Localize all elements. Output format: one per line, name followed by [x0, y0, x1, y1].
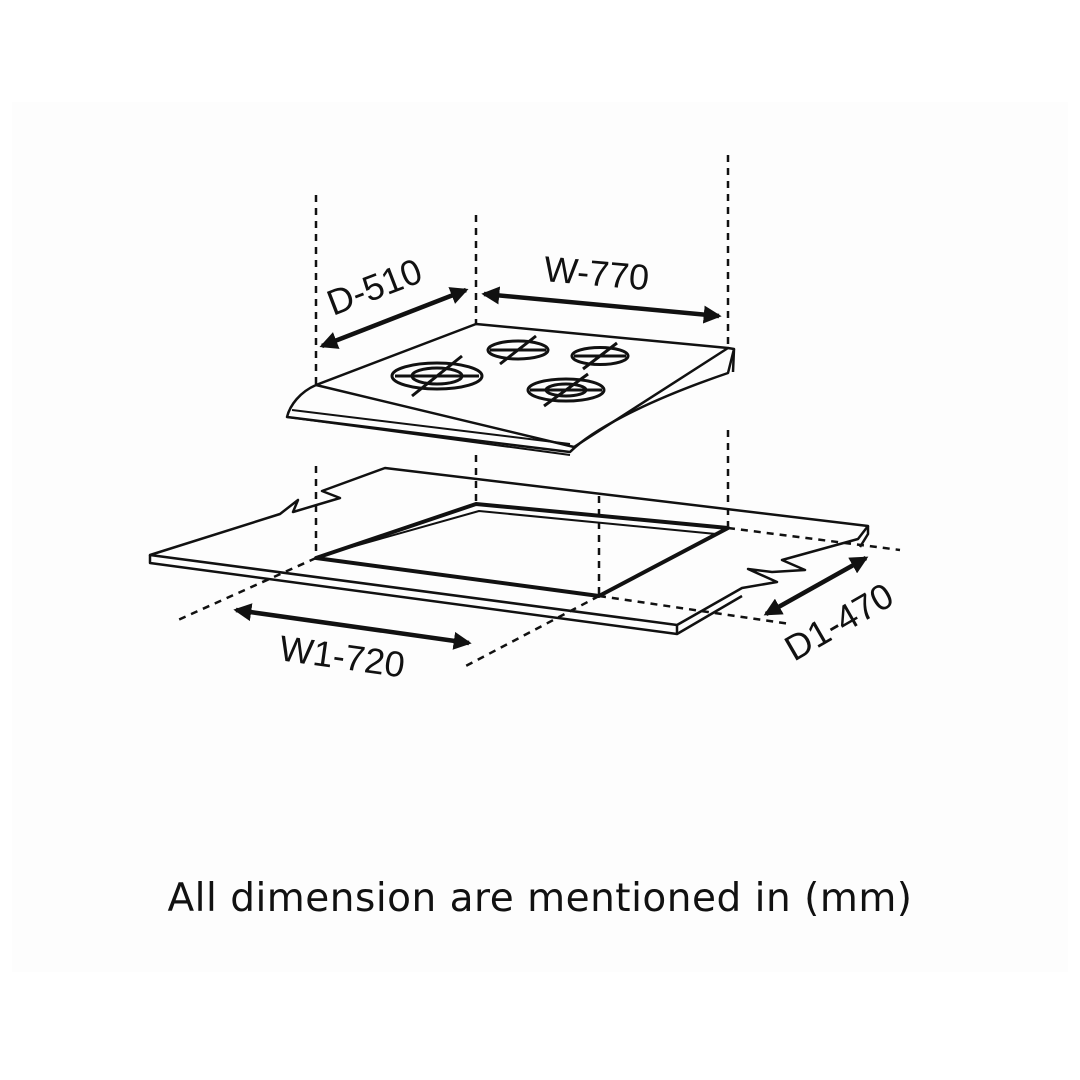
cutout-depth-arrow	[763, 556, 869, 616]
cutout-depth-label: D1-470	[778, 574, 901, 669]
extension-line-right-front	[598, 594, 791, 626]
cutout-inner-edge	[329, 510, 717, 554]
dimension-arrows	[233, 286, 869, 650]
diagram-panel	[12, 102, 1068, 972]
burner-back-right	[570, 341, 630, 371]
hob	[285, 322, 736, 456]
cutout-width-label: W1-720	[277, 627, 408, 685]
projection-lines	[314, 155, 730, 598]
countertop-front-face	[148, 555, 679, 636]
hob-right-side	[727, 346, 736, 373]
countertop-right-face	[676, 594, 743, 636]
cutout-opening	[314, 502, 730, 598]
width-arrow	[481, 286, 722, 324]
units-note: All dimension are mentioned in (mm)	[167, 876, 913, 921]
countertop-right-edge	[858, 526, 870, 548]
width-label: W-770	[542, 248, 651, 298]
hob-front-edge-inner	[291, 409, 571, 445]
countertop-top-face	[148, 466, 870, 627]
burner-large	[390, 354, 484, 398]
cutout-width-arrow	[233, 603, 472, 650]
extension-lines	[177, 526, 901, 670]
hob-bottom-edge	[286, 416, 571, 456]
burner-back-left	[486, 334, 550, 366]
hob-front-edge	[285, 348, 736, 454]
countertop	[148, 466, 870, 636]
depth-arrow	[319, 287, 469, 349]
burner-front	[526, 372, 606, 408]
extension-line-right-back	[727, 526, 901, 552]
